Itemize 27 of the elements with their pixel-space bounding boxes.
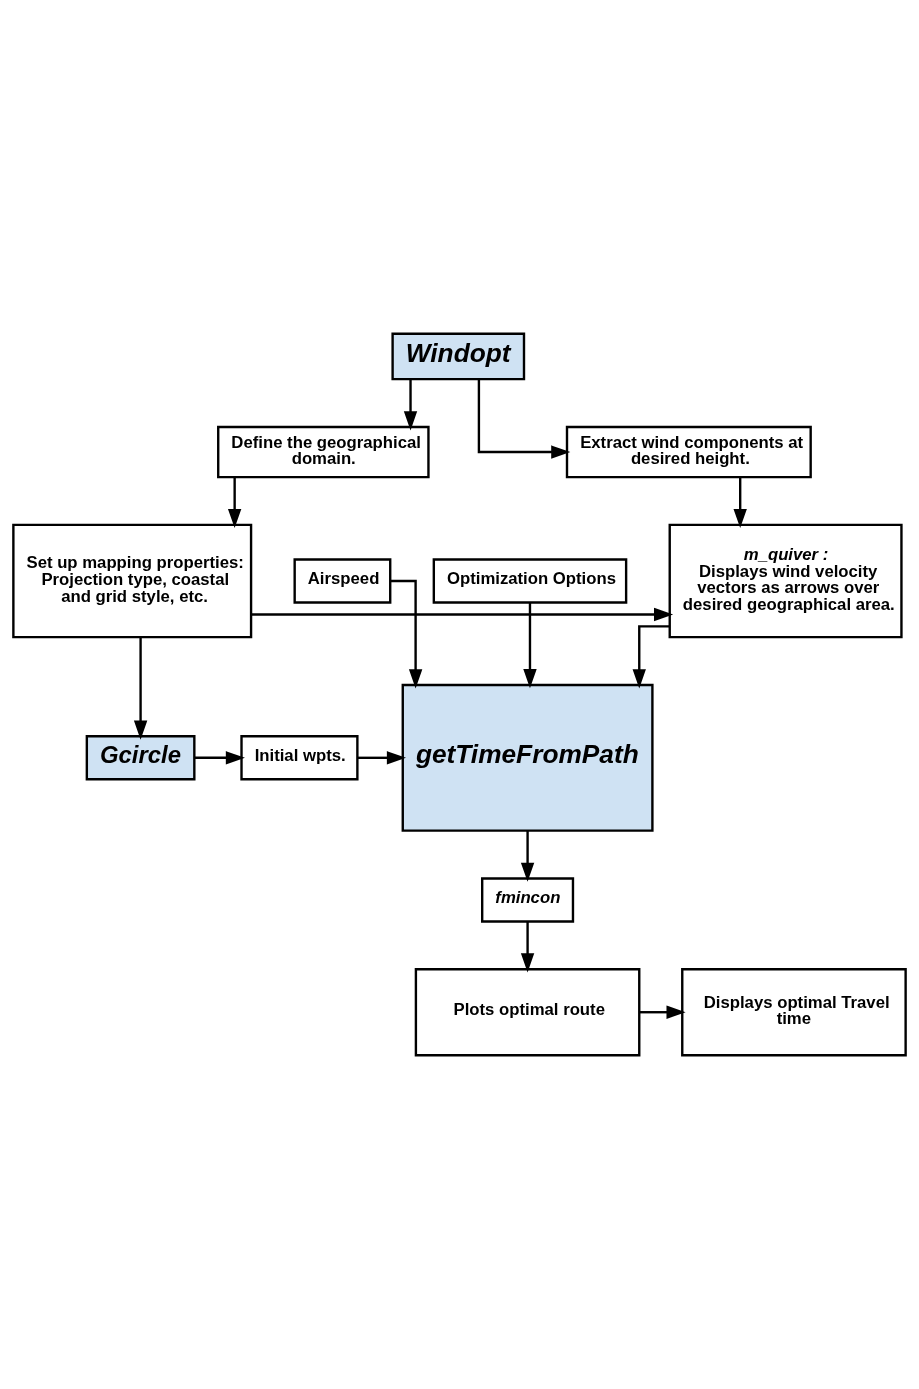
- node-box: Optimization Options: [432, 558, 628, 604]
- arrow: [403, 379, 418, 431]
- arrow: [520, 921, 535, 973]
- node-box: getTimeFromPath: [401, 683, 654, 832]
- node-box: Gcircle: [85, 735, 196, 781]
- arrow: [251, 607, 674, 622]
- arrow: [632, 625, 670, 689]
- node-box: Airspeed: [293, 558, 392, 604]
- node-box: Set up mapping properties: Projection type, coastal and grid style, etc.: [12, 523, 253, 639]
- node-box: Define the geographical domain.: [217, 425, 430, 479]
- node-box: fmincon: [481, 877, 575, 923]
- arrow: [639, 1005, 686, 1019]
- arrow: [390, 579, 423, 689]
- node-box: Windopt: [391, 332, 526, 381]
- arrow: [733, 477, 747, 529]
- arrow: [477, 379, 571, 459]
- arrow: [194, 751, 245, 765]
- node-box: Initial wpts.: [240, 735, 359, 781]
- node-box: m_quiver : Displays wind velocity vectors as arrows over desired geographical area.: [668, 523, 903, 639]
- arrow: [523, 602, 537, 689]
- arrow: [520, 830, 535, 882]
- arrow: [227, 477, 242, 529]
- arrow: [357, 751, 406, 765]
- node-box: Displays optimal Travel time: [681, 968, 907, 1057]
- node-box: Extract wind components at desired height.: [565, 425, 812, 479]
- node-box: Plots optimal route: [414, 968, 641, 1057]
- arrow: [133, 637, 148, 740]
